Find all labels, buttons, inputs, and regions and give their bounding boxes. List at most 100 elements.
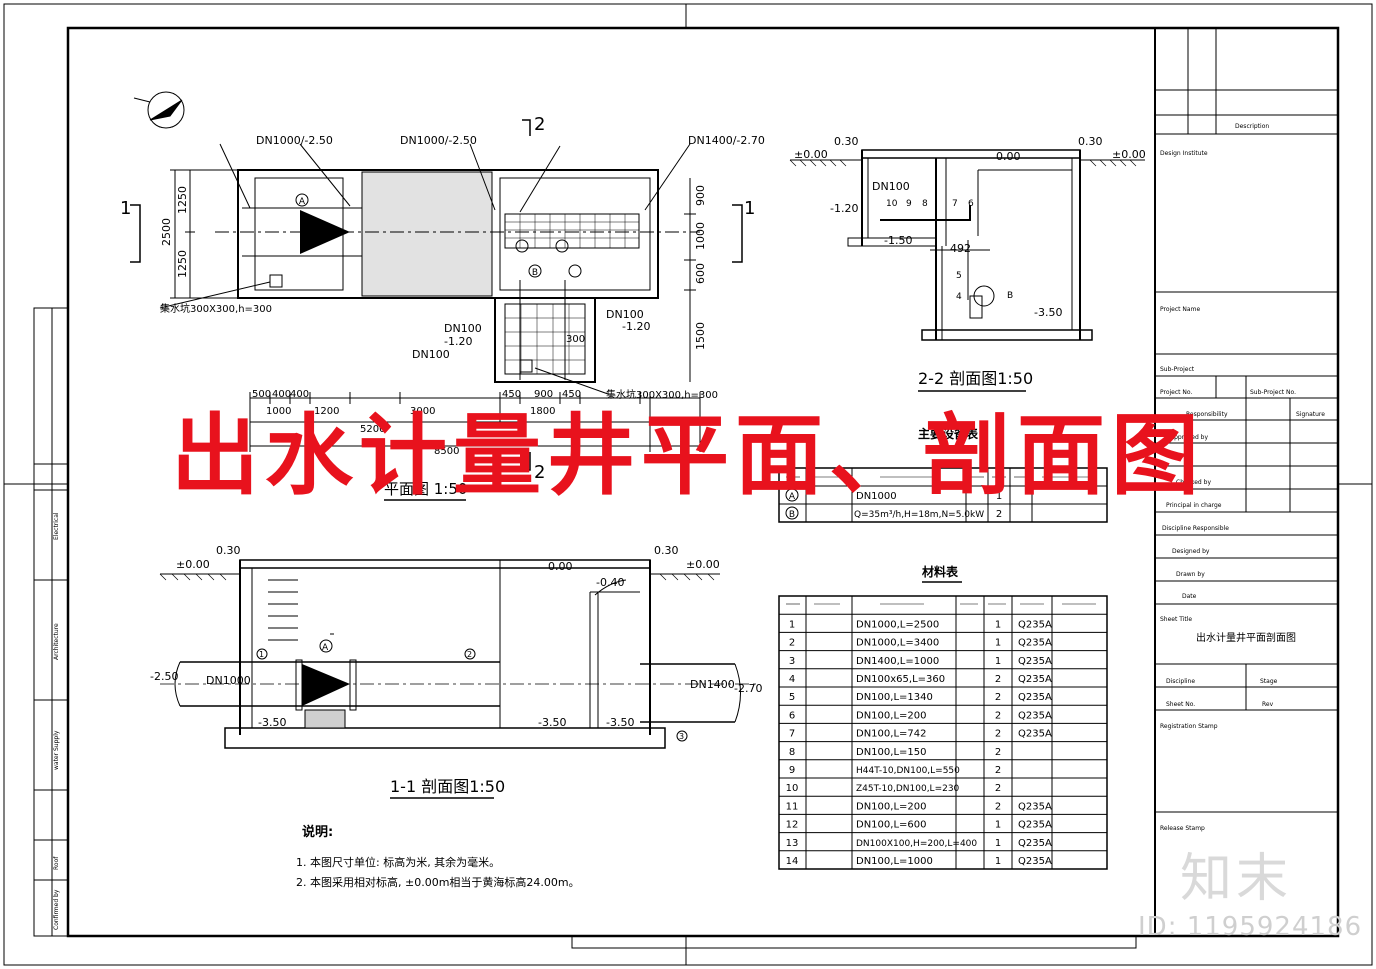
plan-sump-right: 集水坑300X300,h=300 — [606, 388, 718, 401]
tb-date: Date — [1182, 593, 1197, 600]
section-1-1 — [159, 559, 760, 749]
s11-gate-valve — [302, 664, 350, 706]
plan-dim-400b: 400 — [290, 389, 309, 400]
materials-row-spec: DN100,L=1340 — [856, 692, 933, 703]
pump-b-marker-1 — [528, 264, 542, 278]
materials-row-material: Q235A — [1018, 856, 1052, 867]
tb-description: Description — [1235, 123, 1269, 130]
materials-row-no: 9 — [789, 765, 795, 776]
plan-sec2-bottom: 2 — [534, 462, 545, 483]
pump-b-marker-2 — [568, 264, 582, 278]
materials-row-material: Q235A — [1018, 729, 1052, 740]
plan-dim-3000: 3000 — [410, 406, 435, 417]
s22-elev-000a: ±0.00 — [794, 148, 828, 161]
s11-label-a: A — [322, 643, 329, 653]
plan-dim-1200: 1200 — [314, 406, 339, 417]
materials-row-material: Q235A — [1018, 674, 1052, 685]
materials-row-spec: Z45T-10,DN100,L=230 — [856, 784, 960, 794]
materials-row-material: Q235A — [1018, 710, 1052, 721]
plan-elev-b: -1.20 — [622, 320, 650, 333]
materials-row-spec: DN100,L=742 — [856, 729, 926, 740]
plan-dn100-c: DN100 — [606, 308, 644, 321]
plan-dim-450a: 450 — [502, 389, 521, 400]
plan-dim-1250b: 1250 — [176, 250, 189, 278]
plan-dim-450b: 450 — [562, 389, 581, 400]
materials-row-spec: DN100X100,H=200,L=400 — [856, 839, 977, 849]
s11-marker-3 — [676, 730, 688, 742]
s11-elev-040: -0.40 — [596, 576, 624, 589]
materials-row-qty: 2 — [995, 729, 1001, 740]
materials-title: 材料表 — [921, 564, 959, 579]
materials-row-no: 4 — [789, 674, 795, 685]
materials-row-material: Q235A — [1018, 820, 1052, 831]
materials-row-spec: DN100,L=200 — [856, 710, 926, 721]
materials-row-spec: DN1400,L=1000 — [856, 656, 939, 667]
plan-dim-300: 300 — [566, 334, 585, 345]
tb-sub-project: Sub-Project — [1160, 366, 1195, 373]
s11-elev-000b: 0.00 — [548, 560, 573, 573]
materials-row-no: 8 — [789, 747, 795, 758]
tb-sheet-no: Sheet No. — [1166, 701, 1195, 708]
materials-row-no: 12 — [786, 820, 799, 831]
materials-row-spec: DN100,L=150 — [856, 747, 926, 758]
tb-sub-project-no: Sub-Project No. — [1250, 389, 1296, 396]
tb-approved-by: Approved by — [1170, 434, 1208, 441]
materials-row-material: Q235A — [1018, 838, 1052, 849]
s22-num-7: 7 — [952, 199, 958, 209]
s11-elev-000a: ±0.00 — [176, 558, 210, 571]
s22-elev-000b: 0.00 — [996, 150, 1021, 163]
materials-row-qty: 1 — [995, 838, 1001, 849]
tb-principal: Principal in charge — [1166, 502, 1222, 509]
materials-row-no: 14 — [786, 856, 799, 867]
tb-registration-stamp: Registration Stamp — [1160, 723, 1218, 730]
tb-discipline: Discipline — [1166, 678, 1195, 685]
watermark-id: ID: 1195924186 — [1138, 912, 1363, 942]
plan-pipe-out: DN1400/-2.70 — [688, 134, 765, 147]
s11-dn1400: DN1400 — [690, 678, 735, 691]
tb-responsibility: Responsibility — [1186, 411, 1228, 418]
plan-title: 平面图 1:50 — [384, 480, 467, 498]
tb-design-institute: Design Institute — [1160, 150, 1208, 157]
plan-dim-2500: 2500 — [160, 218, 173, 246]
tb-drawn-by: Drawn by — [1176, 571, 1205, 578]
valve-a-marker — [295, 193, 309, 207]
tb-sheet-title-en: Sheet Title — [1160, 616, 1192, 623]
s11-elev-350a: -3.50 — [258, 716, 286, 729]
materials-row-spec: DN1000,L=2500 — [856, 619, 939, 630]
s11-elev-350c: -3.50 — [606, 716, 634, 729]
materials-row-qty: 2 — [995, 710, 1001, 721]
s11-elev-030b: 0.30 — [654, 544, 679, 557]
plan-dim-900b: 900 — [534, 389, 553, 400]
s11-marker-1 — [256, 648, 268, 660]
equipment-table — [778, 467, 1108, 523]
s11-dn1000: DN1000 — [206, 674, 251, 687]
tb-signature: Signature — [1296, 411, 1325, 418]
s22-num-8: 8 — [922, 199, 928, 209]
overlay-title: 出水计量井平面、剖面图 — [170, 403, 1205, 507]
tb-project-no: Project No. — [1160, 389, 1192, 396]
s11-elev-000c: ±0.00 — [686, 558, 720, 571]
plan-dim-5200: 5200 — [360, 424, 385, 435]
materials-row-material: Q235A — [1018, 619, 1052, 630]
plan-dim-900: 900 — [694, 185, 707, 206]
materials-row-no: 5 — [789, 692, 795, 703]
plan-dim-8500: 8500 — [434, 446, 459, 457]
materials-row-no: 11 — [786, 801, 799, 812]
plan-dim-600: 600 — [694, 263, 707, 284]
materials-row-qty: 2 — [995, 801, 1001, 812]
materials-row-material: Q235A — [1018, 656, 1052, 667]
s11-num-1: 1 — [259, 650, 264, 659]
materials-row-material: Q235A — [1018, 801, 1052, 812]
plan-dim-1250a: 1250 — [176, 186, 189, 214]
s22-dn100: DN100 — [872, 180, 910, 193]
equip-row-2-no: B — [789, 510, 795, 520]
s11-elev-350b: -3.50 — [538, 716, 566, 729]
plan-dim-500: 500 — [252, 389, 271, 400]
section-2-2 — [789, 149, 1145, 341]
materials-row-qty: 2 — [995, 765, 1001, 776]
s22-dim-492: 492 — [950, 242, 971, 255]
section22-title: 2-2 剖面图1:50 — [918, 369, 1033, 388]
sidebar-electrical: Electrical — [53, 512, 60, 540]
s22-elev-350: -3.50 — [1034, 306, 1062, 319]
